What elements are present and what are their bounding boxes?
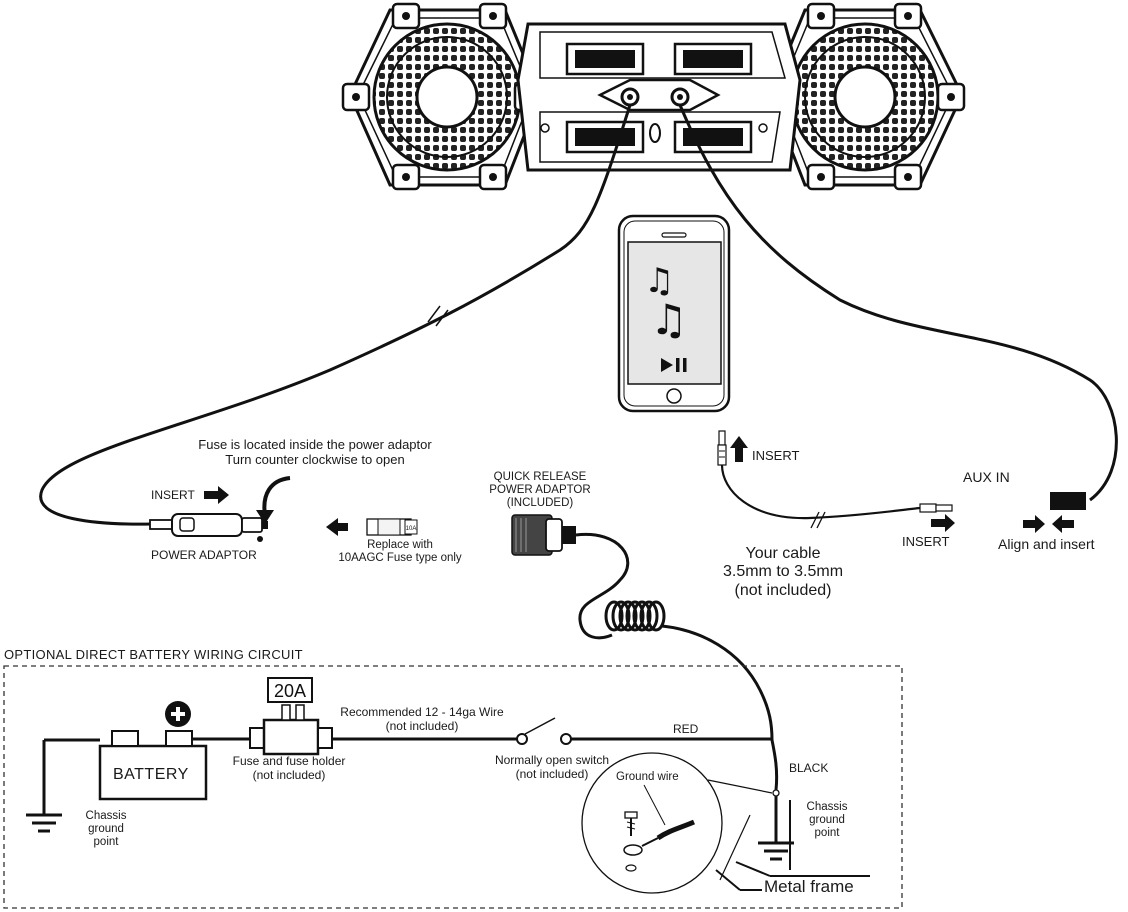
aux-in-label: AUX IN [963, 469, 1010, 485]
align-arrows-icon [1023, 515, 1074, 533]
replace-fuse-line1: Replace with [367, 539, 433, 551]
chassis-left-line1: Chassis [85, 810, 127, 822]
chassis-left-label: Chassis ground point [76, 810, 136, 850]
fuse-holder-line1: Fuse and fuse holder [232, 754, 346, 768]
aux-in-plug [1050, 492, 1086, 510]
svg-text:♫: ♫ [644, 261, 674, 301]
fuse-note-line1: Fuse is located inside the power adaptor [198, 437, 432, 452]
twist-arrow-icon [256, 476, 291, 524]
speaker-bar [341, 2, 966, 191]
fuse-note: Fuse is located inside the power adaptor… [150, 437, 480, 468]
chassis-right-line1: Chassis [806, 801, 848, 813]
right-speaker-tweeter [833, 65, 897, 129]
your-cable-line1: Your cable [745, 545, 821, 562]
quick-release-line1: QUICK RELEASE [493, 471, 587, 483]
your-cable-label: Your cable 3.5mm to 3.5mm (not included) [693, 545, 873, 600]
aux-cable [678, 104, 1118, 502]
fuse-holder-line2: (not included) [252, 767, 326, 782]
home-button [666, 388, 682, 404]
your-cable-line2: 3.5mm to 3.5mm [722, 563, 844, 581]
fuse-rating: 20A [274, 681, 306, 701]
chassis-right-line2: ground [809, 814, 845, 827]
smartphone: ♫ ♫ [617, 214, 731, 413]
quick-release-line2: POWER ADAPTOR [489, 484, 591, 497]
screw-icon [623, 811, 643, 872]
replace-fuse-line2: 10AAGC Fuse type only [338, 552, 462, 565]
cable-break-mark [427, 305, 449, 327]
coil-cord [575, 532, 630, 640]
recommended-wire-label: Recommended 12 - 14ga Wire (not included… [322, 705, 522, 734]
quick-release-adaptor [511, 514, 576, 556]
chassis-right-line3: point [814, 827, 840, 840]
ground-wire-detail [581, 752, 773, 894]
power-cable [39, 104, 632, 526]
insert-top-label: INSERT [752, 448, 800, 463]
metal-frame-label: Metal frame [764, 877, 854, 896]
recommended-line2: (not included) [385, 718, 459, 733]
fuse-note-line2: Turn counter clockwise to open [225, 451, 405, 467]
coil-spring [604, 600, 666, 632]
insert-up-arrow-icon [730, 436, 748, 462]
power-lead [661, 624, 774, 741]
switch-line1: Normally open switch [494, 753, 610, 767]
switch-label: Normally open switch (not included) [474, 753, 630, 782]
fuse-icon [366, 518, 418, 536]
power-adaptor-label: POWER ADAPTOR [151, 548, 257, 562]
right-ground-symbol [758, 796, 794, 861]
replace-fuse-label: Replace with 10AAGC Fuse type only [316, 539, 484, 565]
red-wire-label: RED [673, 722, 699, 736]
ring-terminal [772, 789, 780, 797]
chassis-left-line3: point [93, 836, 119, 849]
power-adaptor-plug [149, 513, 268, 542]
ground-wire-label: Ground wire [616, 771, 679, 783]
optional-circuit-title: OPTIONAL DIRECT BATTERY WIRING CIRCUIT [4, 647, 303, 662]
insert-left-label: INSERT [151, 488, 195, 502]
your-cable [717, 430, 953, 529]
play-pause-icon [661, 358, 687, 372]
metal-frame [715, 800, 870, 891]
normally-open-switch [516, 717, 572, 745]
svg-text:♫: ♫ [650, 295, 688, 344]
insert-bottom-label: INSERT [902, 534, 950, 549]
recommended-line1: Recommended 12 - 14ga Wire [340, 705, 504, 719]
left-ground-symbol [26, 738, 100, 833]
music-notes-icon: ♫ ♫ [644, 261, 688, 344]
insert-right-arrow-icon [931, 514, 955, 532]
replace-arrow-icon [326, 518, 348, 536]
optional-circuit-box [3, 665, 903, 909]
insert-left-arrow-icon [204, 486, 229, 504]
battery-label: BATTERY [113, 766, 189, 783]
align-insert-label: Align and insert [998, 536, 1095, 552]
fuse-mark: 10A [406, 526, 417, 532]
left-speaker-tweeter [415, 65, 479, 129]
chassis-right-label: Chassis ground point [797, 801, 857, 841]
switch-line2: (not included) [515, 766, 589, 781]
positive-terminal-icon [165, 701, 191, 727]
black-wire-label: BLACK [789, 761, 829, 775]
your-cable-line3: (not included) [734, 581, 832, 599]
black-wire [770, 739, 779, 791]
fuse-holder [249, 677, 333, 756]
chassis-left-line2: ground [88, 823, 124, 836]
battery [98, 730, 208, 801]
fuse-holder-label: Fuse and fuse holder (not included) [214, 754, 364, 783]
quick-release-label: QUICK RELEASE POWER ADAPTOR (INCLUDED) [470, 471, 610, 511]
quick-release-line3: (INCLUDED) [506, 497, 574, 510]
